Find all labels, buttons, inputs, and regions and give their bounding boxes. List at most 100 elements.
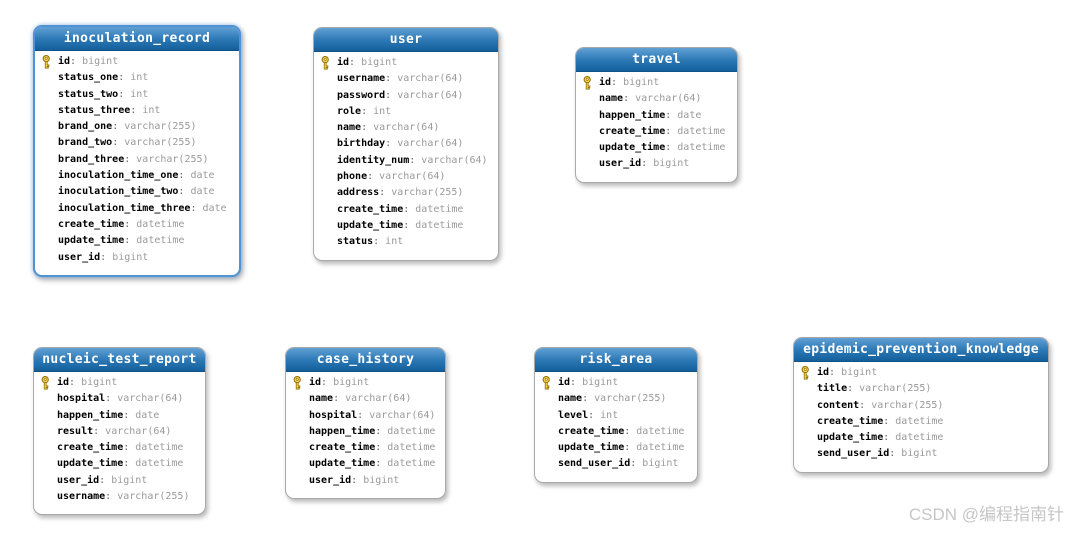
field-type: varchar(64) xyxy=(373,122,440,134)
field-name: hospital xyxy=(57,393,106,405)
field-row-brand_three: brand_three: varchar(255) xyxy=(35,152,239,168)
field-name: create_time xyxy=(337,203,404,215)
field-name: update_time xyxy=(58,235,125,247)
field-type: date xyxy=(135,409,160,421)
field-name: result xyxy=(57,425,94,437)
field-row-level: level: int xyxy=(535,408,697,424)
field-separator: : xyxy=(883,415,896,427)
field-row-id: id: bigint xyxy=(35,54,239,70)
field-type: int xyxy=(130,88,149,100)
field-type: datetime xyxy=(677,125,726,137)
field-name: happen_time xyxy=(57,409,124,421)
field-separator: : xyxy=(641,158,654,170)
field-row-brand_one: brand_one: varchar(255) xyxy=(35,119,239,135)
field-name: update_time xyxy=(337,219,404,231)
field-separator: : xyxy=(379,187,392,199)
field-row-user_id: user_id: bigint xyxy=(34,473,205,489)
table-header-case_history[interactable]: case_history xyxy=(286,348,445,372)
field-separator: : xyxy=(130,104,143,116)
field-separator: : xyxy=(582,393,595,405)
field-type: date xyxy=(677,109,702,121)
field-separator: : xyxy=(859,399,872,411)
field-type: datetime xyxy=(387,458,436,470)
table-header-epidemic_prevention_knowledge[interactable]: epidemic_prevention_knowledge xyxy=(794,338,1048,362)
field-name: update_time xyxy=(599,142,666,154)
field-separator: : xyxy=(665,109,678,121)
field-row-update_time: update_time: datetime xyxy=(286,456,445,472)
field-row-role: role: int xyxy=(314,104,498,120)
field-row-content: content: varchar(255) xyxy=(794,398,1048,414)
field-row-id: id: bigint xyxy=(314,55,498,71)
field-name: update_time xyxy=(309,458,376,470)
field-separator: : xyxy=(385,138,398,150)
field-name: name xyxy=(558,393,583,405)
field-name: update_time xyxy=(817,432,884,444)
field-row-user_id: user_id: bigint xyxy=(576,156,737,172)
field-type: bigint xyxy=(653,158,690,170)
field-name: create_time xyxy=(558,425,625,437)
field-row-update_time: update_time: datetime xyxy=(576,140,737,156)
table-header-inoculation_record[interactable]: inoculation_record xyxy=(35,27,239,51)
field-row-status_one: status_one: int xyxy=(35,70,239,86)
field-type: varchar(255) xyxy=(124,137,197,149)
field-separator: : xyxy=(118,72,131,84)
field-type: datetime xyxy=(135,442,184,454)
field-name: user_id xyxy=(599,158,642,170)
field-row-id: id: bigint xyxy=(794,365,1048,381)
field-row-create_time: create_time: datetime xyxy=(576,124,737,140)
field-separator: : xyxy=(847,383,860,395)
field-row-happen_time: happen_time: date xyxy=(34,408,205,424)
field-separator: : xyxy=(123,409,136,421)
field-separator: : xyxy=(93,425,106,437)
field-type: varchar(64) xyxy=(635,93,702,105)
field-row-title: title: varchar(255) xyxy=(794,381,1048,397)
field-separator: : xyxy=(623,93,636,105)
field-type: varchar(64) xyxy=(117,393,184,405)
field-name: inoculation_time_three xyxy=(58,202,191,214)
field-row-hospital: hospital: varchar(64) xyxy=(34,391,205,407)
table-header-nucleic_test_report[interactable]: nucleic_test_report xyxy=(34,348,205,372)
field-separator: : xyxy=(611,77,624,88)
field-separator: : xyxy=(112,121,125,133)
field-separator: : xyxy=(385,89,398,101)
field-separator: : xyxy=(112,137,125,149)
field-separator: : xyxy=(630,458,643,470)
field-name: role xyxy=(337,105,362,117)
field-row-update_time: update_time: datetime xyxy=(535,440,697,456)
field-separator: : xyxy=(385,73,398,85)
field-type: varchar(64) xyxy=(421,154,488,166)
table-header-user[interactable]: user xyxy=(314,28,498,52)
field-name: status_two xyxy=(58,88,119,100)
field-type: varchar(255) xyxy=(124,121,197,133)
field-row-birthday: birthday: varchar(64) xyxy=(314,136,498,152)
field-row-name: name: varchar(255) xyxy=(535,391,697,407)
primary-key-icon xyxy=(40,55,53,69)
field-separator: : xyxy=(178,186,191,198)
field-type: bigint xyxy=(582,377,619,388)
field-name: id xyxy=(817,367,830,378)
field-row-happen_time: happen_time: date xyxy=(576,108,737,124)
field-row-happen_time: happen_time: datetime xyxy=(286,424,445,440)
field-type: datetime xyxy=(636,425,685,437)
field-row-inoculation_time_two: inoculation_time_two: date xyxy=(35,184,239,200)
table-header-risk_area[interactable]: risk_area xyxy=(535,348,697,372)
table-header-travel[interactable]: travel xyxy=(576,48,737,72)
field-separator: : xyxy=(124,153,137,165)
field-type: date xyxy=(190,170,215,182)
field-name: user_id xyxy=(57,474,100,486)
field-row-update_time: update_time: datetime xyxy=(34,456,205,472)
field-type: bigint xyxy=(81,377,118,388)
field-row-status_two: status_two: int xyxy=(35,87,239,103)
field-row-id: id: bigint xyxy=(576,75,737,91)
field-separator: : xyxy=(333,393,346,405)
